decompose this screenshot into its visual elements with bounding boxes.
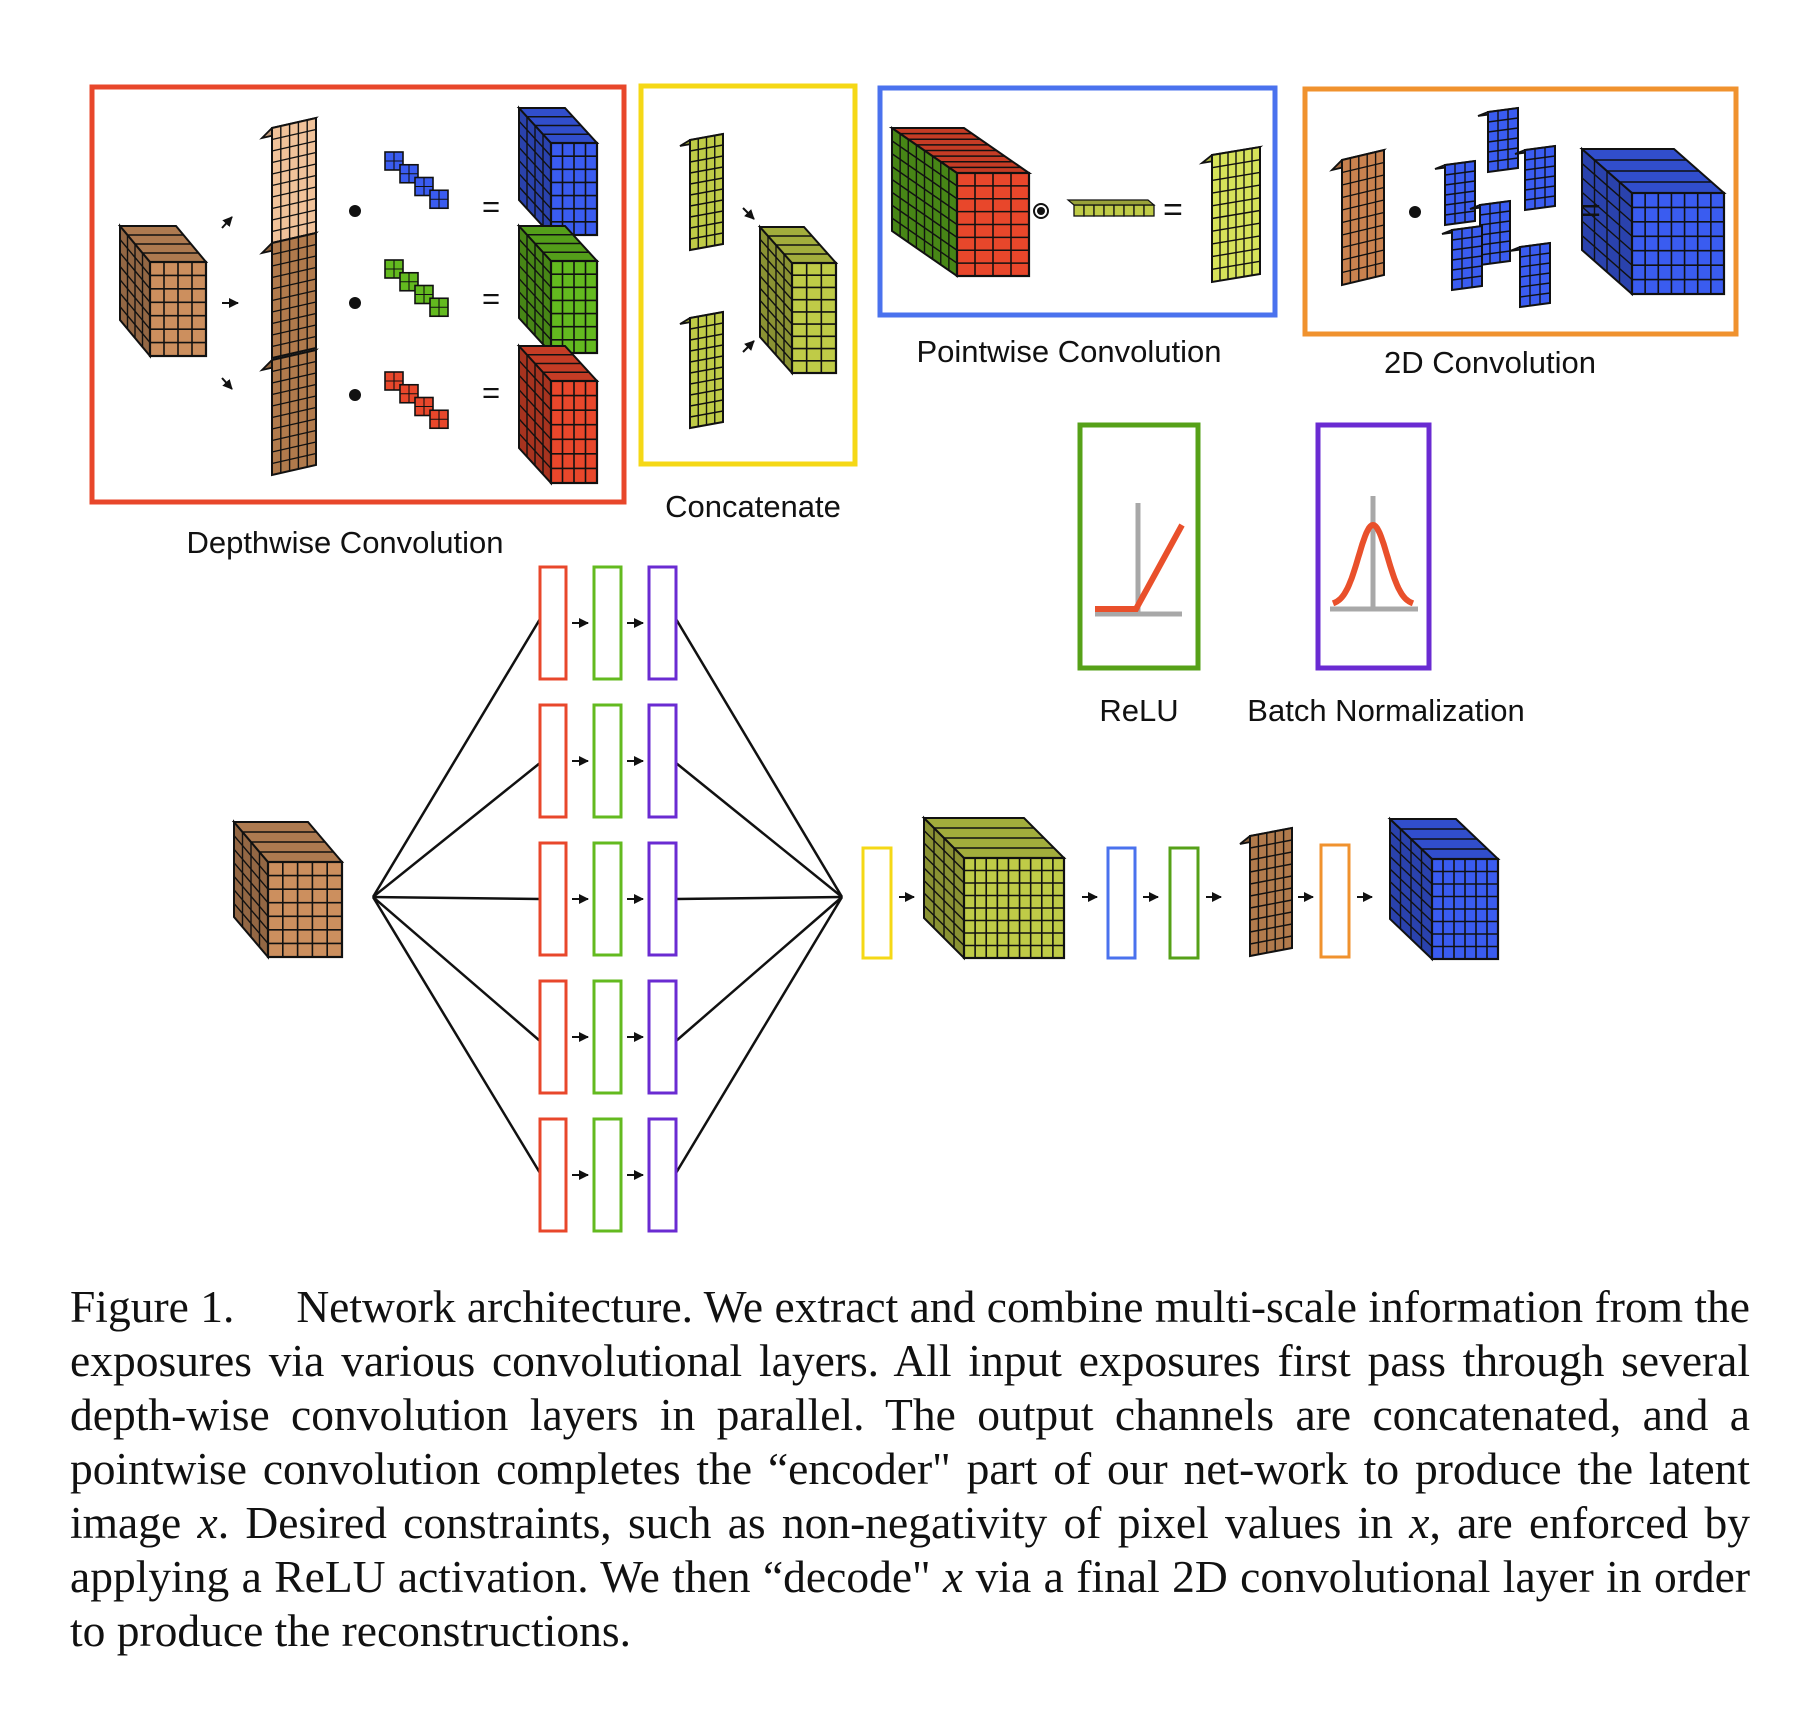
pointwise-output-slab — [1198, 145, 1264, 284]
equals-sign: = — [1581, 192, 1601, 230]
figure-number: Figure 1. — [70, 1281, 235, 1332]
conv2d-layer-block — [1319, 843, 1351, 959]
concatenate-layer-block — [861, 846, 893, 960]
batchnorm-layer-block — [592, 1117, 623, 1233]
conv2d-panel — [1302, 86, 1739, 337]
decoder-chain — [861, 815, 1501, 962]
figure-caption: Figure 1.Network architecture. We extrac… — [70, 1280, 1750, 1658]
conv2d-kernel-slab — [1469, 199, 1511, 267]
equals-sign: = — [1163, 191, 1183, 229]
concatenated-slab — [679, 310, 724, 430]
depthwise-layer-block — [538, 841, 568, 957]
equals-sign: = — [482, 375, 500, 410]
depthwise-layer-block — [538, 565, 568, 681]
pointwise-convolution-panel — [877, 85, 1278, 318]
relu-layer-block — [647, 841, 678, 957]
gaussian-curve-icon — [1330, 496, 1418, 612]
relu-label: ReLU — [1099, 693, 1178, 728]
concatenate-label: Concatenate — [665, 489, 841, 524]
pointwise-kernel — [1066, 199, 1156, 217]
batch-normalization-panel — [1315, 422, 1432, 671]
pointwise-layer-block — [1106, 846, 1137, 960]
caption-text: . Desired constraints, such as non-negat… — [217, 1497, 1410, 1548]
depthwise-layer-block — [538, 979, 568, 1095]
pointwise-convolution-label: Pointwise Convolution — [916, 334, 1221, 369]
batchnorm-layer-block — [592, 565, 623, 681]
relu-layer-block — [647, 1117, 678, 1233]
reconstruction-cube — [1387, 816, 1501, 962]
conv2d-input-slab — [1329, 148, 1387, 287]
conv2d-label: 2D Convolution — [1384, 345, 1596, 380]
relu-layer-block — [647, 979, 678, 1095]
kernel-blue — [384, 151, 449, 210]
caption-text: Network architecture. We extract and com… — [70, 1281, 1751, 1548]
kernel-red — [384, 371, 449, 430]
output-cube-red — [516, 343, 600, 486]
conv2d-output-cube — [1579, 146, 1727, 297]
network-input-cube — [231, 819, 345, 960]
relu-layer-block — [647, 703, 678, 819]
kernel-green — [384, 259, 449, 318]
concatenate-panel — [638, 83, 858, 467]
depthwise-convolution-label: Depthwise Convolution — [186, 525, 503, 560]
batchnorm-layer-block — [592, 703, 623, 819]
convolution-operator-icon — [1033, 203, 1049, 219]
operator-glyphs — [349, 203, 1421, 401]
relu-panel — [1077, 422, 1201, 671]
conv2d-kernel-slab — [1477, 106, 1519, 174]
parallel-branch — [372, 896, 843, 1095]
equals-sign: = — [482, 281, 500, 316]
parallel-branch — [372, 703, 843, 898]
concatenated-slab — [679, 132, 724, 252]
parallel-branch — [371, 565, 844, 898]
convolution-operator-icon — [349, 205, 361, 217]
equals-sign: = — [482, 189, 500, 224]
parallel-branch — [371, 896, 844, 1233]
convolution-operator-icon — [349, 389, 361, 401]
latent-image-slab — [1239, 826, 1293, 958]
input-cube — [117, 223, 209, 359]
conv2d-kernel-slab — [1441, 224, 1483, 292]
depthwise-layer-block — [538, 703, 568, 819]
variable-x: x — [943, 1551, 964, 1602]
relu-layer-block — [647, 565, 678, 681]
batchnorm-layer-block — [592, 841, 623, 957]
output-cube-blue — [516, 105, 600, 238]
depthwise-convolution-panel — [89, 84, 627, 505]
variable-x: x — [1409, 1497, 1430, 1548]
concatenated-cube — [757, 224, 839, 376]
convolution-operator-icon — [349, 297, 361, 309]
batch-normalization-label: Batch Normalization — [1247, 693, 1524, 728]
input-channel-slab — [259, 231, 319, 360]
caption-text: via a final 2D convolutional layer in or… — [70, 1551, 1750, 1656]
parallel-branch — [372, 841, 843, 957]
conv2d-kernel-slab — [1514, 144, 1556, 212]
convolution-operator-icon — [1037, 207, 1045, 215]
multichannel-cube — [888, 126, 1033, 278]
latent-cube — [921, 815, 1067, 961]
relu-curve-icon — [1095, 503, 1185, 617]
legend-arrows — [221, 207, 755, 390]
relu-activation-block — [1168, 846, 1200, 960]
input-channel-slab — [259, 348, 319, 477]
variable-x: x — [197, 1497, 218, 1548]
caption-text: , are enforced by applying a ReLU activa… — [70, 1497, 1750, 1602]
conv2d-kernel-slab — [1434, 159, 1476, 227]
batchnorm-layer-block — [592, 979, 623, 1095]
output-cube-green — [516, 223, 600, 356]
architecture-diagram: = = = = = Depthwise Convolution Concaten… — [89, 83, 1739, 1233]
depthwise-layer-block — [538, 1117, 568, 1233]
input-channel-slab — [259, 116, 319, 245]
convolution-operator-icon — [1409, 206, 1421, 218]
conv2d-kernel-slab — [1509, 241, 1551, 309]
